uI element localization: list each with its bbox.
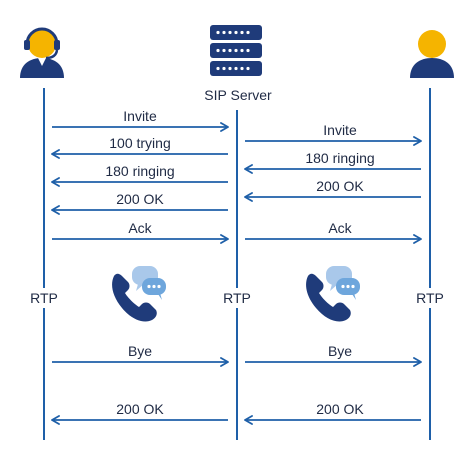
rtp-label-server: RTP xyxy=(219,288,255,308)
phone-chat-icon xyxy=(112,266,166,322)
message-left-2: 100 trying xyxy=(51,135,228,159)
message-left-6: Bye xyxy=(52,343,229,367)
message-label: 180 ringing xyxy=(305,150,374,166)
message-label: 200 OK xyxy=(116,401,164,417)
message-left-3: 180 ringing xyxy=(51,163,228,187)
svg-text:RTP: RTP xyxy=(223,290,251,306)
message-left-4: 200 OK xyxy=(51,191,228,215)
message-label: 200 OK xyxy=(316,178,364,194)
message-label: 200 OK xyxy=(316,401,364,417)
message-label: 200 OK xyxy=(116,191,164,207)
message-label: Ack xyxy=(128,220,152,236)
message-right-5: Bye xyxy=(245,343,422,367)
user-icon xyxy=(410,30,454,78)
message-right-1: Invite xyxy=(245,122,422,146)
phone-chat-icon xyxy=(306,266,360,322)
rtp-label-agent: RTP xyxy=(26,288,62,308)
message-left-5: Ack xyxy=(52,220,229,244)
message-label: 100 trying xyxy=(109,135,170,151)
agent-headset-icon xyxy=(20,27,64,78)
message-right-6: 200 OK xyxy=(244,401,421,425)
rtp-label-user: RTP xyxy=(412,288,448,308)
message-label: Ack xyxy=(328,220,352,236)
message-right-4: Ack xyxy=(245,220,422,244)
server-icon xyxy=(210,25,262,76)
message-label: 180 ringing xyxy=(105,163,174,179)
server-label: SIP Server xyxy=(204,87,272,103)
svg-text:RTP: RTP xyxy=(416,290,444,306)
message-label: Invite xyxy=(323,122,357,138)
message-right-3: 200 OK xyxy=(244,178,421,202)
message-label: Bye xyxy=(328,343,352,359)
message-label: Invite xyxy=(123,108,157,124)
message-right-2: 180 ringing xyxy=(244,150,421,174)
message-left-7: 200 OK xyxy=(51,401,228,425)
message-left-1: Invite xyxy=(52,108,229,132)
svg-text:RTP: RTP xyxy=(30,290,58,306)
message-label: Bye xyxy=(128,343,152,359)
